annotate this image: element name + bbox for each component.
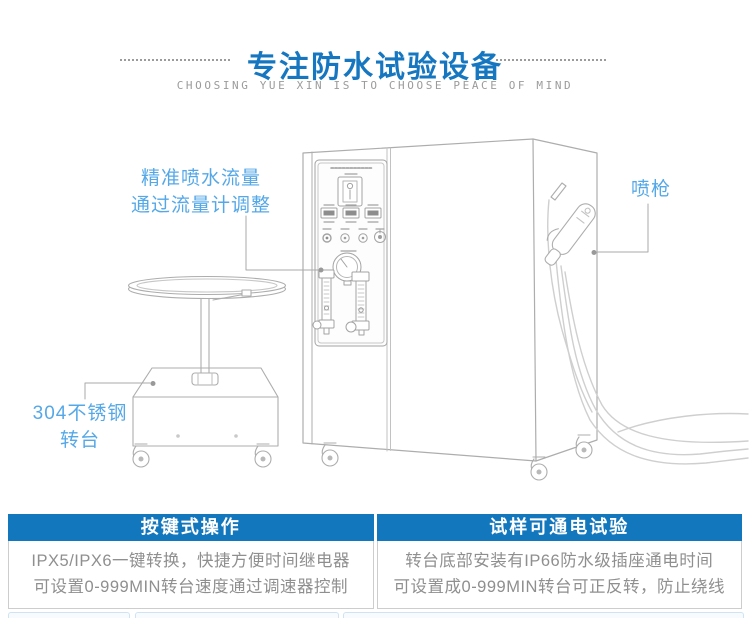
title-dotted-line-right: [496, 59, 606, 61]
spray-gun: [544, 182, 596, 266]
callout-turntable-line2: 转台: [59, 430, 100, 451]
turntable-pointer-line: [84, 382, 151, 400]
feature-desc-line: 可设置0-999MIN转台速度通过调速器控制: [33, 578, 348, 596]
turntable: [127, 275, 287, 468]
title-dotted-line-left: [120, 59, 230, 61]
control-panel: [312, 159, 388, 347]
feature-desc-line: 转台底部安装有IP66防水级插座通电时间: [405, 552, 714, 570]
gun-pointer-dot: [591, 250, 597, 255]
page-title: 专注防水试验设备: [247, 51, 503, 84]
gun-pointer-line: [596, 203, 649, 253]
flow-pointer-line: [245, 215, 319, 271]
flow-meter-left: [312, 269, 335, 335]
callout-spray-gun: 喷枪: [630, 179, 671, 200]
flow-pointer-dot: [318, 267, 324, 273]
next-section-peek: [8, 612, 130, 618]
digital-display-modules: [320, 204, 382, 223]
flow-meter-right: [345, 271, 370, 336]
next-section-peek: [135, 612, 339, 618]
page-subtitle: CHOOSING YUE XIN IS TO CHOOSE PEACE OF M…: [176, 79, 574, 92]
feature-title-operation: 按键式操作: [8, 514, 374, 541]
turntable-pointer-dot: [150, 381, 156, 386]
feature-title-powered-test: 试样可通电试验: [376, 514, 742, 541]
feature-boxes: 按键式操作 IPX5/IPX6一键转换，快捷方便时间继电器 可设置0-999MI…: [8, 514, 742, 609]
feature-desc-line: 可设置成0-999MIN转台可正反转，防止绕线: [393, 578, 725, 596]
control-knobs: [322, 228, 386, 243]
feature-box-powered-test: 试样可通电试验 转台底部安装有IP66防水级插座通电时间 可设置成0-999MI…: [376, 514, 742, 609]
callout-flow-line2: 通过流量计调整: [130, 195, 271, 216]
callout-flow-rate: 精准喷水流量 通过流量计调整: [118, 165, 284, 219]
feature-body-operation: IPX5/IPX6一键转换，快捷方便时间继电器 可设置0-999MIN转台速度通…: [9, 541, 373, 608]
feature-box-operation: 按键式操作 IPX5/IPX6一键转换，快捷方便时间继电器 可设置0-999MI…: [8, 514, 374, 609]
callout-flow-line1: 精准喷水流量: [140, 168, 261, 189]
feature-desc-line: IPX5/IPX6一键转换，快捷方便时间继电器: [31, 552, 351, 570]
feature-body-powered-test: 转台底部安装有IP66防水级插座通电时间 可设置成0-999MIN转台可正反转，…: [378, 541, 742, 608]
callout-turntable: 304不锈钢 转台: [30, 400, 130, 454]
callout-turntable-line1: 304不锈钢: [32, 403, 128, 424]
hose: [547, 199, 749, 465]
next-section-peek: [343, 612, 744, 618]
